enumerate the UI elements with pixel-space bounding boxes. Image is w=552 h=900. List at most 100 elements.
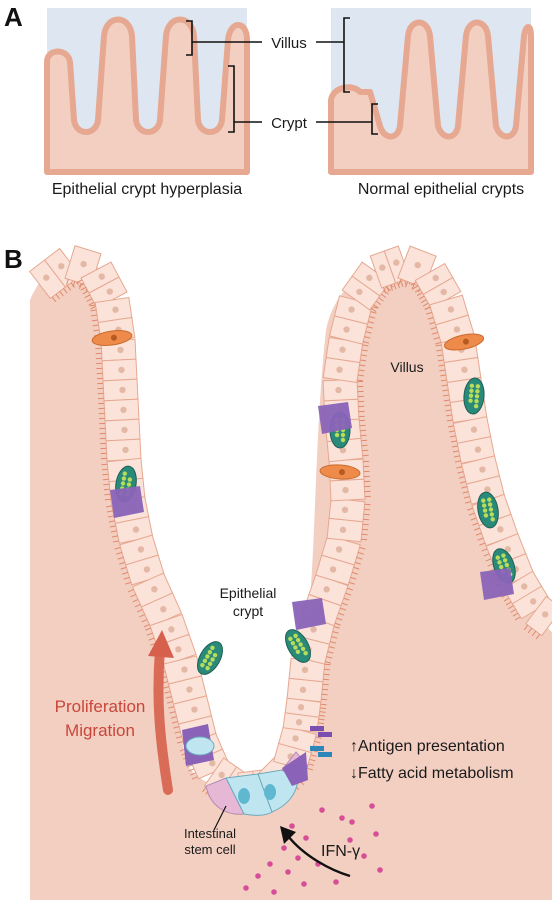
microvillus [86,298,93,302]
cell-nucleus [432,274,439,282]
microvillus [320,707,327,710]
cell-nucleus [299,686,307,694]
cell-nucleus [484,486,491,493]
cell-nucleus [329,566,337,573]
cell-nucleus [181,666,188,673]
microvillus [454,460,461,463]
microvillus [371,306,378,309]
microvillus [91,319,98,322]
microvillus [479,542,486,546]
microvillus [66,279,69,286]
microvillus [188,768,195,772]
microvillus [119,561,126,565]
microvillus [143,624,150,628]
microvillus [92,324,99,327]
cell-nucleus [470,426,478,433]
cell-nucleus [186,686,193,693]
paneth-cell [182,724,215,766]
panel-b-letter: B [4,244,23,274]
cell-nucleus [98,273,105,280]
microvillus [483,553,490,557]
ifn-gamma-dot [301,881,307,887]
microvillus [310,754,317,757]
crypt-brackets [228,65,378,135]
microvillus [171,721,179,724]
microvillus [148,637,155,641]
cell-nucleus [339,526,347,534]
microvillus [474,527,480,531]
cell-nucleus [295,719,303,726]
microvillus [354,561,361,565]
ifn-gamma-dot [373,831,379,837]
microvillus [139,614,146,618]
microvillus [324,668,331,671]
microvillus [116,551,123,555]
microvillus [398,278,402,285]
microvillus [422,302,429,307]
microvillus [362,454,369,457]
microvillus [332,631,339,634]
tuft-cell [292,598,326,630]
cell-nucleus [335,546,343,553]
microvillus [531,630,537,637]
microvillus [456,466,463,469]
microvillus [442,389,449,392]
microvillus [440,379,447,382]
microvillus [359,419,366,422]
cell-nucleus [447,306,455,313]
microvillus [63,288,68,294]
microvillus [314,740,321,744]
cell-nucleus [117,346,124,354]
tuft-cell [480,568,514,600]
microvillus [321,693,328,696]
cell-nucleus [474,446,482,453]
microvillus [90,309,97,312]
microvillus [324,663,331,666]
microvillus [380,293,387,299]
microvillus [527,627,533,634]
microvillus [418,295,425,300]
microvillus [309,758,316,762]
goblet-cell [463,377,485,415]
ifn-gamma-dot [369,803,375,809]
microvillus [186,764,193,768]
microvillus [315,736,322,739]
microvillus [432,331,439,335]
microvillus [89,304,96,307]
microvillus [420,299,427,304]
microvillus [444,404,451,407]
microvillus [363,518,370,521]
antigen-label: ↑Antigen presentation [350,738,505,755]
microvillus [461,486,468,489]
microvillus [362,344,369,347]
microvillus [125,581,132,585]
microvillus [386,285,390,292]
goblet-cell [197,641,223,675]
microvillus [176,741,184,744]
microvillus [88,301,95,306]
fatty-acid-label: ↓Fatty acid metabolism [350,765,514,782]
microvillus [108,520,115,523]
microvillus [523,624,529,631]
cell-nucleus [120,406,127,414]
microvillus [59,290,64,297]
microvillus [447,425,454,428]
ifn-gamma-dot [271,889,277,895]
microvillus [104,493,111,496]
microvillus [322,688,329,691]
microvillus [443,394,450,397]
microvillus [361,533,368,536]
microvillus [164,691,171,694]
microvillus [443,399,450,402]
microvillus [510,608,517,613]
microvillus [347,587,353,591]
microvillus [80,286,87,291]
normal-crypts-schematic [328,8,534,175]
normal-caption: Normal epithelial crypts [358,181,524,198]
microvillus [165,696,172,699]
microvillus [365,331,372,334]
ifn-gamma-dot [361,853,367,859]
ifn-gamma-dot [333,879,339,885]
cell-nucleus [143,566,151,573]
cell-nucleus [453,326,461,333]
